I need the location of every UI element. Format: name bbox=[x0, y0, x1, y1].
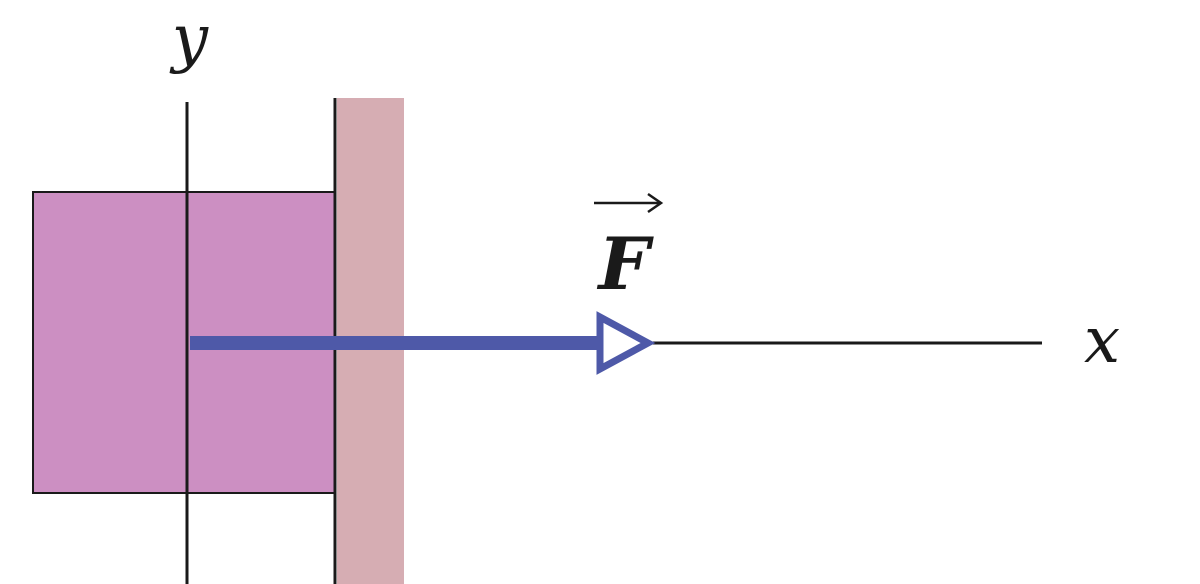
force-arrow-shaft bbox=[190, 336, 600, 350]
vector-arrow-icon bbox=[594, 192, 664, 214]
y-axis-label: y bbox=[169, 2, 209, 76]
x-axis-label: x bbox=[1084, 304, 1120, 378]
force-arrow-head bbox=[596, 311, 656, 375]
force-label: F bbox=[596, 221, 654, 306]
